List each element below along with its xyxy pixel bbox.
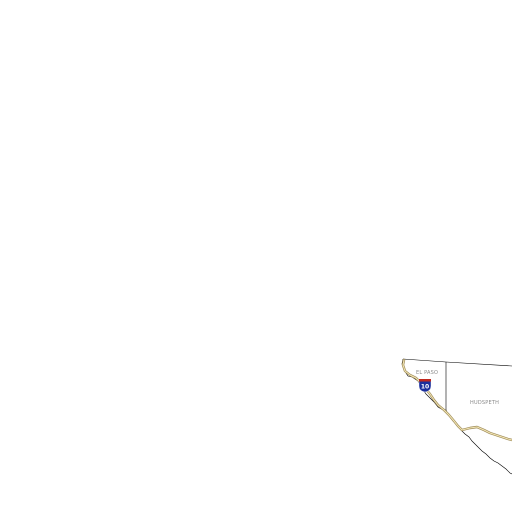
interstate-10-road (401, 358, 512, 442)
county-label-el-paso: EL PASO (416, 370, 438, 376)
interstate-10-road-fill (402, 359, 512, 441)
shield-blue-body (418, 378, 432, 393)
county-label-hudspeth: HUDSPETH (470, 400, 499, 406)
shield-red-band (419, 379, 431, 382)
shield-route-number: 10 (421, 384, 429, 391)
interstate-10-shield-icon: 10 (418, 378, 432, 393)
